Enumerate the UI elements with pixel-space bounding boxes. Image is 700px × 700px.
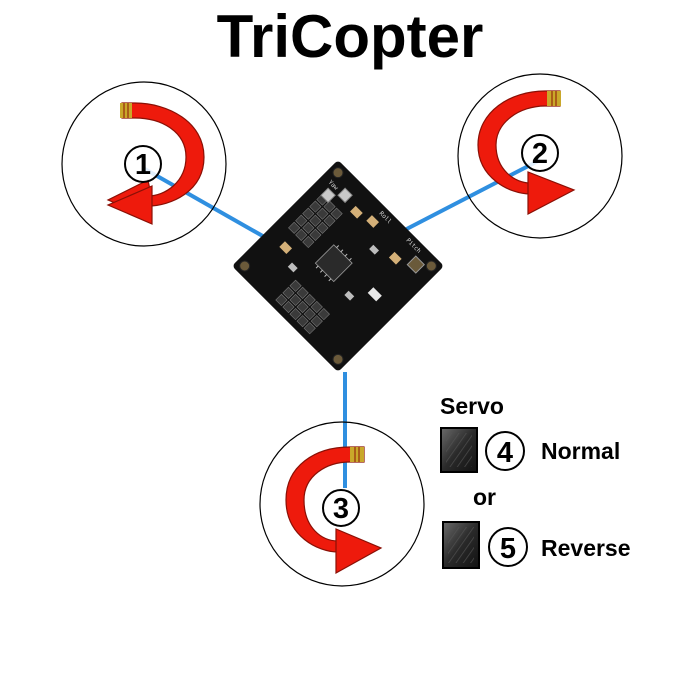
motor-2-number: 2 (532, 138, 548, 170)
servo-reverse-switch-icon (442, 521, 480, 569)
motor-1-number: 1 (135, 149, 151, 181)
motor-1-circle (61, 81, 227, 247)
arm-1 (142, 166, 283, 249)
flight-controller-board: Roll Pitch Yaw (233, 161, 443, 371)
servo-reverse-number: 5 (500, 533, 516, 565)
servo-normal-switch-icon (440, 427, 478, 473)
rotation-arrow-ccw-icon (106, 102, 205, 225)
servo-heading: Servo (440, 393, 504, 419)
motor-2-circle (457, 73, 623, 239)
rotation-arrow-cw-icon (285, 446, 383, 575)
motor-1-badge: 1 (124, 145, 162, 183)
servo-reverse-label: Reverse (541, 535, 631, 561)
servo-normal-badge (485, 431, 525, 471)
rotation-arrow-cw-icon (477, 90, 576, 215)
servo-or-label: or (473, 484, 496, 510)
servo-legend: Servo 4 Normal or 5 Reverse (440, 393, 631, 569)
diagram-title: TriCopter (216, 3, 484, 70)
motor-2-badge: 2 (521, 134, 559, 172)
motor-3-number: 3 (333, 493, 349, 525)
servo-reverse-badge (488, 527, 528, 567)
servo-normal-label: Normal (541, 438, 620, 464)
motor-3-badge: 3 (322, 489, 360, 527)
motor-circles (61, 73, 623, 587)
servo-normal-number: 4 (497, 437, 513, 469)
motor-3-circle (259, 421, 425, 587)
